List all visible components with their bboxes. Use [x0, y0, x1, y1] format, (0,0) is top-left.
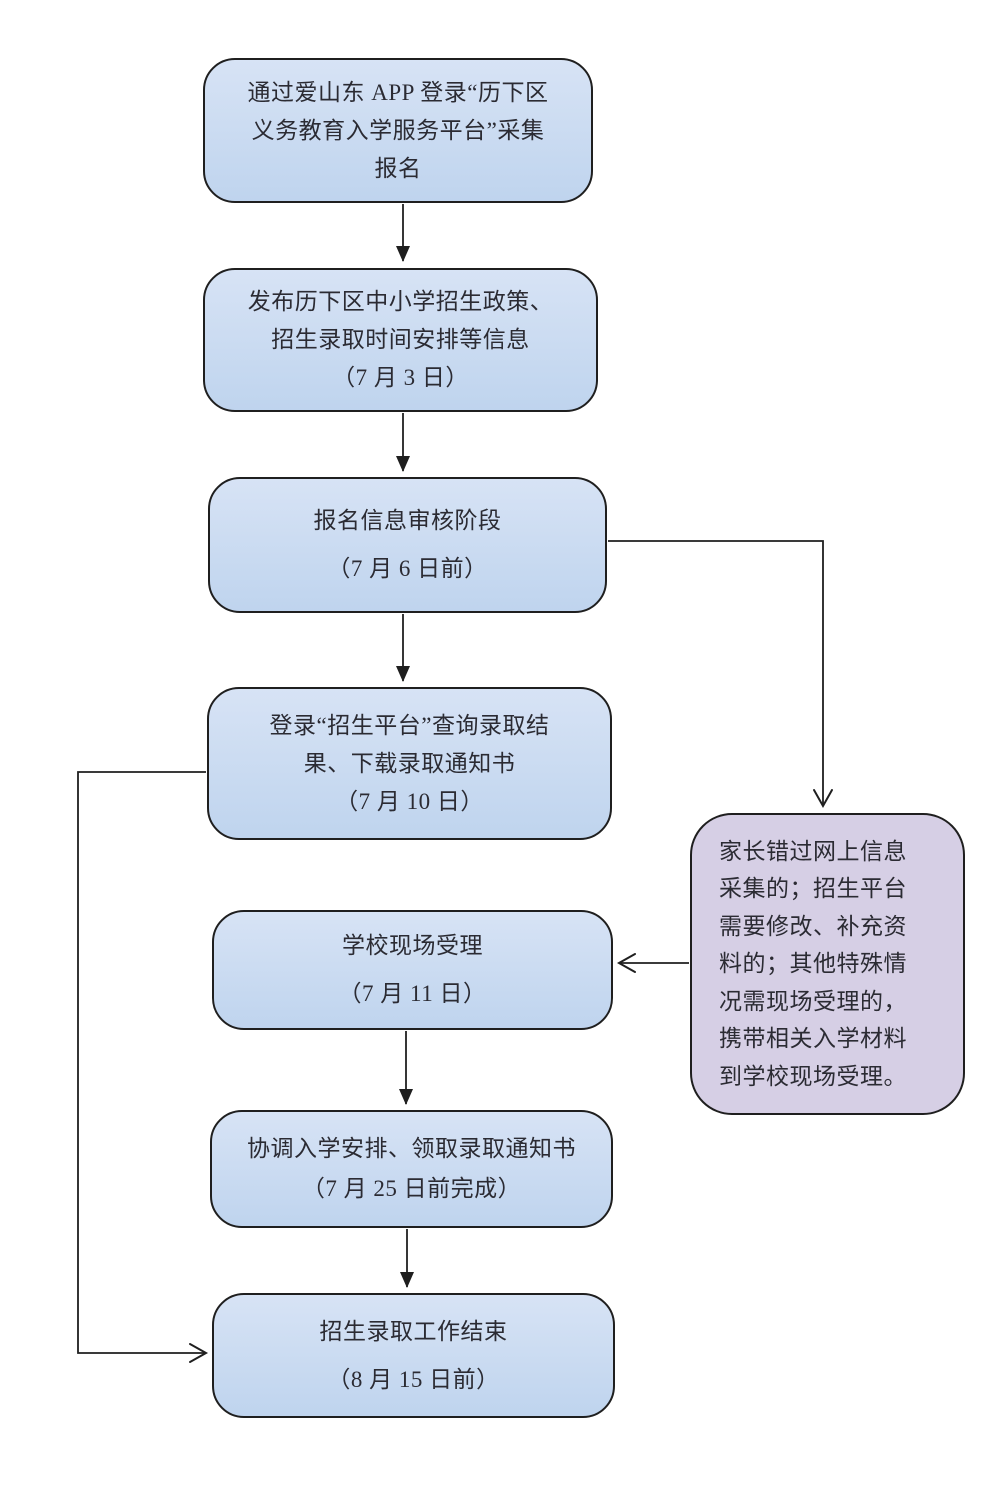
text-line: 料的；其他特殊情 — [719, 951, 907, 977]
arrow-review-to-side-note — [608, 540, 833, 809]
text-line: （8 月 15 日前） — [327, 1366, 500, 1392]
arrow-query-to-finish — [77, 771, 209, 1363]
text-line: 报名信息审核阶段 — [313, 508, 502, 533]
text-line: 果、下载录取通知书 — [303, 750, 516, 776]
text-line: （7 月 25 日前完成） — [301, 1176, 522, 1201]
text-line: （7 月 3 日） — [332, 365, 469, 390]
text-line: 发布历下区中小学招生政策、 — [247, 289, 554, 314]
text-line: 招生录取时间安排等信息 — [271, 327, 530, 352]
text-line: 通过爱山东 APP 登录“历下区 — [247, 79, 549, 105]
flow-node-publish-policy: 发布历下区中小学招生政策、招生录取时间安排等信息 （7 月 3 日） — [203, 268, 598, 412]
text-line: 家长错过网上信息 — [719, 838, 907, 864]
text-line: 招生录取工作结束 — [319, 1318, 508, 1344]
text-line: （7 月 6 日前） — [327, 556, 488, 581]
text-line: 协调入学安排、领取录取通知书 — [247, 1136, 576, 1161]
text-line: 携带相关入学材料 — [719, 1026, 907, 1052]
text-line: （7 月 10 日） — [335, 788, 484, 814]
flow-node-collect-registration: 通过爱山东 APP 登录“历下区义务教育入学服务平台”采集报名 — [203, 58, 593, 203]
text-line: 况需现场受理的， — [719, 988, 907, 1014]
flow-node-onsite-acceptance: 学校现场受理 （7 月 11 日） — [212, 910, 613, 1030]
side-note-onsite-cases: 家长错过网上信息采集的；招生平台需要修改、补充资料的；其他特殊情况需现场受理的，… — [690, 813, 965, 1115]
flow-node-query-results: 登录“招生平台”查询录取结果、下载录取通知书 （7 月 10 日） — [207, 687, 612, 840]
text-line: 到学校现场受理。 — [719, 1063, 907, 1089]
text-line: 需要修改、补充资 — [719, 913, 907, 939]
text-line: 登录“招生平台”查询录取结 — [269, 712, 550, 738]
flow-node-review-stage: 报名信息审核阶段 （7 月 6 日前） — [208, 477, 607, 613]
flow-node-enrollment-finished: 招生录取工作结束 （8 月 15 日前） — [212, 1293, 615, 1418]
text-line: 学校现场受理 — [342, 933, 483, 958]
text-line: 报名 — [374, 155, 422, 181]
flow-node-coordinate-enrollment: 协调入学安排、领取录取通知书 （7 月 25 日前完成） — [210, 1110, 613, 1228]
text-line: 采集的；招生平台 — [719, 876, 907, 902]
text-line: （7 月 11 日） — [338, 981, 487, 1006]
text-line: 义务教育入学服务平台”采集 — [251, 117, 545, 143]
